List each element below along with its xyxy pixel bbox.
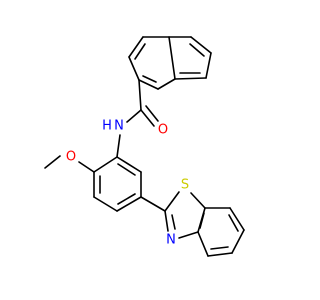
bond-lines bbox=[44, 36, 245, 257]
bond bbox=[171, 214, 176, 230]
bond bbox=[44, 155, 61, 169]
bond bbox=[138, 79, 142, 111]
atom-label-h-amide: H bbox=[102, 119, 112, 134]
bond bbox=[116, 134, 121, 158]
bond bbox=[207, 252, 233, 257]
bond bbox=[134, 43, 146, 60]
bond bbox=[178, 231, 199, 239]
bond bbox=[190, 36, 212, 54]
atom-labels: O H N O S N bbox=[66, 119, 189, 248]
bond bbox=[128, 56, 140, 81]
bond bbox=[78, 161, 95, 173]
bond bbox=[210, 246, 229, 250]
bond bbox=[128, 36, 144, 58]
atom-label-o-carbonyl: O bbox=[158, 123, 168, 138]
bond bbox=[93, 156, 118, 173]
bond bbox=[117, 163, 136, 176]
molecule-structure-diagram: O H N O S N bbox=[44, 36, 245, 257]
bond bbox=[231, 229, 245, 254]
bond bbox=[116, 196, 142, 212]
bond bbox=[229, 207, 245, 231]
bond bbox=[168, 36, 176, 80]
bond bbox=[199, 212, 205, 229]
bond bbox=[157, 78, 176, 90]
bond bbox=[145, 105, 159, 122]
atom-label-n-thiazole: N bbox=[166, 233, 176, 248]
bond bbox=[205, 52, 212, 79]
bond bbox=[126, 109, 142, 123]
bond bbox=[93, 196, 118, 212]
bond bbox=[190, 192, 206, 209]
bond bbox=[140, 196, 166, 212]
bond bbox=[138, 79, 159, 90]
bond bbox=[117, 193, 136, 205]
bond bbox=[116, 156, 142, 173]
bond bbox=[142, 75, 157, 83]
bond bbox=[164, 210, 169, 232]
bond bbox=[164, 191, 180, 212]
bond bbox=[174, 77, 207, 80]
bond bbox=[140, 109, 155, 127]
bond bbox=[197, 231, 209, 257]
bond bbox=[228, 214, 239, 232]
bond bbox=[189, 43, 205, 57]
atom-label-o-methoxy: O bbox=[66, 150, 76, 165]
atom-label-n-amide: N bbox=[114, 119, 124, 134]
atom-label-s-thiazole: S bbox=[181, 178, 189, 193]
